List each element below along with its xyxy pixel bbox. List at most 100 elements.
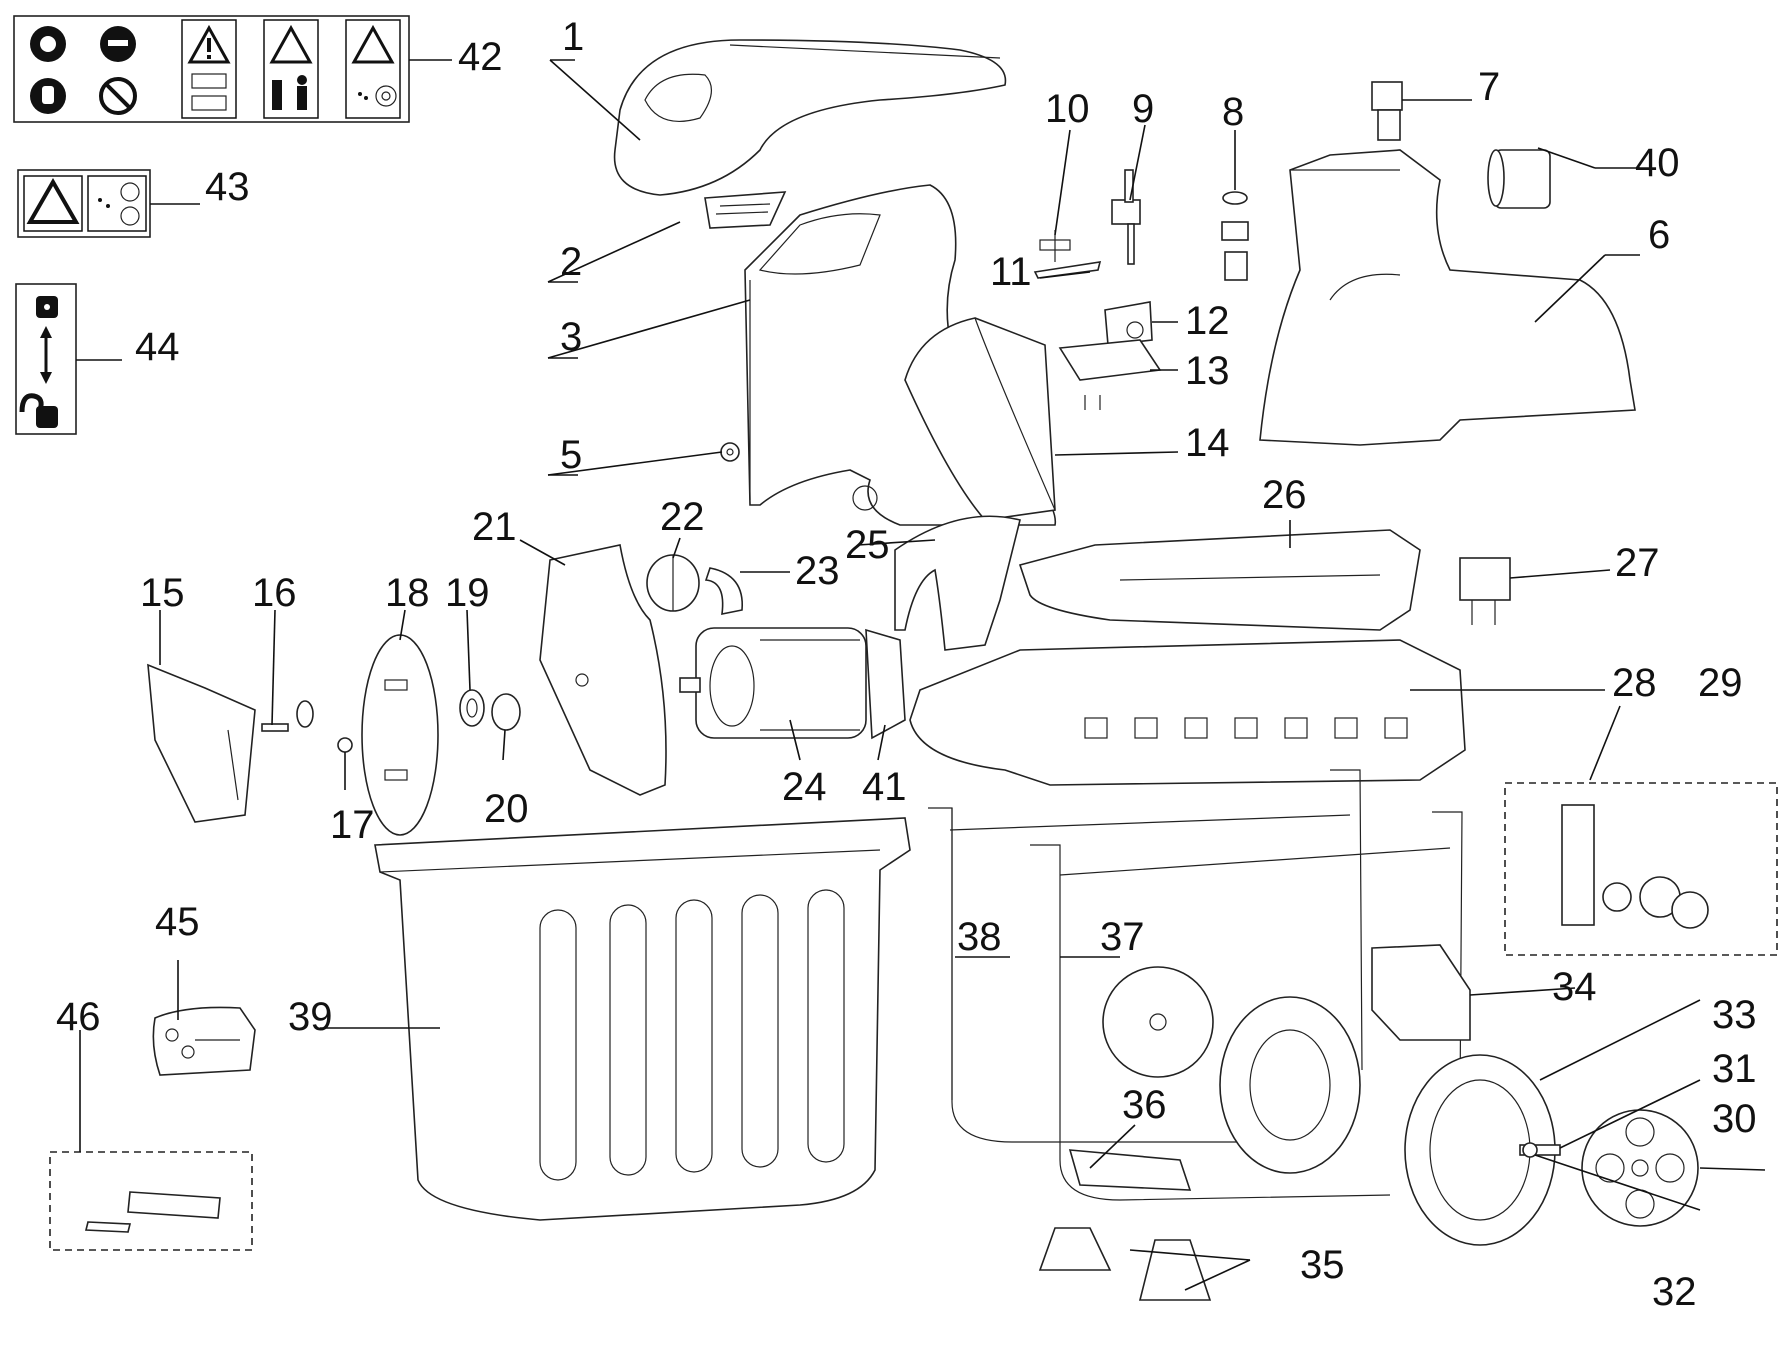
callout-33: 33 (1712, 993, 1757, 1037)
wheel-inner (1219, 996, 1361, 1174)
callout-5: 5 (560, 433, 582, 477)
callout-37: 37 (1100, 915, 1145, 959)
callout-10: 10 (1045, 87, 1090, 131)
callout-34: 34 (1552, 965, 1597, 1009)
ring-part-22 (646, 554, 700, 612)
gloves-icon (30, 78, 66, 114)
block-part-27 (1459, 557, 1511, 625)
wheel-assembly-detail-29 (1504, 782, 1778, 956)
washer-part-32 (1522, 1142, 1538, 1158)
callout-labels: 1 2 3 5 6 7 8 9 10 11 12 13 14 15 16 17 … (56, 15, 1757, 1314)
bracket-part-34 (1371, 944, 1471, 1041)
callout-17: 17 (330, 803, 375, 847)
callout-38: 38 (957, 915, 1002, 959)
base-tray-part-26 (1018, 529, 1421, 631)
hubcap-inner-part-30b (1102, 966, 1214, 1078)
callout-35: 35 (1300, 1243, 1345, 1287)
callout-8: 8 (1222, 90, 1244, 134)
callout-44: 44 (135, 325, 180, 369)
callout-16: 16 (252, 571, 297, 615)
locked-icon (36, 296, 58, 318)
flap-part-2 (704, 191, 787, 229)
callout-43: 43 (205, 165, 250, 209)
callout-27: 27 (1615, 541, 1660, 585)
bracket-part-13 (1058, 339, 1162, 410)
relay-part-7 (1371, 81, 1403, 141)
callout-39: 39 (288, 995, 333, 1039)
callout-41: 41 (862, 765, 907, 809)
safety-label-panel-42 (13, 15, 410, 123)
callout-40: 40 (1635, 141, 1680, 185)
callout-7: 7 (1478, 65, 1500, 109)
callout-26: 26 (1262, 473, 1307, 517)
hopper-lid-part-1 (613, 39, 1007, 196)
callout-30: 30 (1712, 1097, 1757, 1141)
callout-42: 42 (458, 35, 503, 79)
callout-2: 2 (560, 240, 582, 284)
motor-cover-part-6 (1259, 149, 1636, 446)
callout-24: 24 (782, 765, 827, 809)
safety-label-43 (17, 169, 151, 238)
keep-distance-warning-icon (263, 19, 319, 119)
clamp-part-23 (704, 567, 743, 616)
callout-22: 22 (660, 495, 705, 539)
callout-23: 23 (795, 549, 840, 593)
helmet-icon (100, 26, 136, 62)
spacer-part-20 (491, 693, 521, 731)
no-rain-icon (99, 77, 137, 115)
callout-15: 15 (140, 571, 185, 615)
tool-kit-part-46 (49, 1151, 253, 1251)
plate-part-11 (1033, 261, 1102, 279)
eye-ear-protection-icon (30, 26, 66, 62)
shroud-part-25 (894, 515, 1021, 651)
fan-part-41 (865, 628, 906, 740)
callout-6: 6 (1648, 213, 1670, 257)
callout-9: 9 (1132, 87, 1154, 131)
callout-32: 32 (1652, 1270, 1697, 1314)
bearing-part-19 (459, 689, 485, 727)
callout-11: 11 (990, 250, 1032, 294)
callout-46: 46 (56, 995, 101, 1039)
capacitor-part-40 (1487, 149, 1551, 209)
collection-bin-part-39 (374, 817, 911, 1221)
callout-31: 31 (1712, 1047, 1757, 1091)
callout-12: 12 (1185, 299, 1230, 343)
callout-20: 20 (484, 787, 529, 831)
chassis-part-28 (909, 639, 1466, 786)
flange-housing-part-21 (539, 544, 667, 796)
step-part-36 (1068, 1149, 1192, 1191)
washer-part-17 (296, 700, 353, 753)
small-clip-part-10 (1039, 230, 1071, 262)
read-manual-warning-icon (181, 19, 237, 119)
switch-part-9 (1111, 169, 1141, 265)
callout-13: 13 (1185, 349, 1230, 393)
callout-3: 3 (560, 315, 582, 359)
axle-part-31 (1519, 1144, 1561, 1156)
chute-part-14 (904, 317, 1056, 521)
callout-25: 25 (845, 523, 890, 567)
callout-36: 36 (1122, 1083, 1167, 1127)
callout-18: 18 (385, 571, 430, 615)
leader-lines (76, 59, 1766, 1291)
callout-45: 45 (155, 900, 200, 944)
callout-14: 14 (1185, 421, 1230, 465)
motor-part-24 (679, 627, 867, 739)
cutting-disc-part-18 (361, 634, 439, 836)
callout-28: 28 (1612, 661, 1657, 705)
cover-plate-part-15 (147, 663, 256, 823)
shaft-bolt-part-16 (261, 723, 289, 732)
hubcap-part-30 (1581, 1109, 1699, 1227)
callout-21: 21 (472, 505, 517, 549)
frame-part-38 (928, 769, 1363, 1143)
unlocked-icon (19, 393, 58, 428)
knob-part-5 (720, 442, 740, 462)
fastener-kit-part-45 (152, 1006, 256, 1076)
callout-19: 19 (445, 571, 490, 615)
rotating-blades-warning-icon (345, 19, 401, 119)
fuse-part-8 (1221, 191, 1249, 281)
callout-29: 29 (1698, 661, 1743, 705)
lock-unlock-symbol-44 (15, 283, 77, 435)
callout-1: 1 (562, 15, 584, 59)
